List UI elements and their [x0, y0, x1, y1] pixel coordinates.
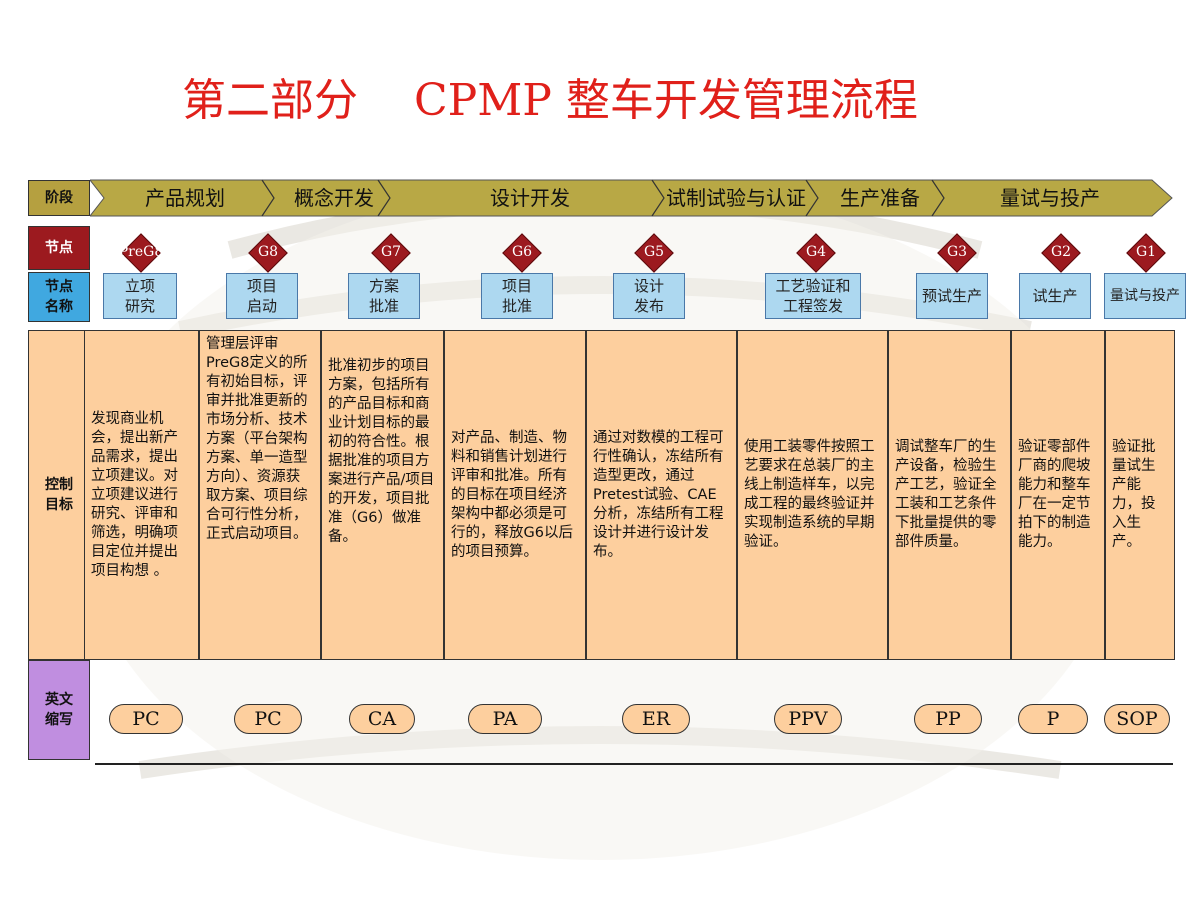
phase-concept-development: 概念开发	[294, 186, 374, 210]
control-target-cell: 对产品、制造、物料和销售计划进行评审和批准。所有的目标在项目经济架构中都必须是可…	[444, 330, 586, 660]
node-row-label: 节点	[28, 226, 90, 270]
control-target-text: 管理层评审PreG8定义的所有初始目标，评审并批准更新的市场分析、技术方案（平台…	[206, 336, 308, 542]
node-name-box: 项目 启动	[226, 273, 298, 319]
phase-product-planning: 产品规划	[145, 186, 225, 210]
phase-chevron-shape	[90, 179, 1173, 217]
control-target-text: 通过对数模的工程可行性确认，冻结所有造型更改，通过Pretest试验、CAE分析…	[593, 429, 724, 560]
node-name-text: 方案 批准	[368, 277, 399, 315]
gate-g8: G8	[248, 233, 288, 273]
node-name-row-label: 节点 名称	[28, 272, 90, 322]
phase-divider-3	[651, 179, 665, 217]
english-row-label: 英文 缩写	[28, 660, 90, 760]
phase-production-preparation: 生产准备	[840, 186, 920, 210]
node-name-box: 量试与投产	[1104, 273, 1186, 319]
abbreviation-pill: SOP	[1104, 704, 1170, 734]
page-title: 第二部分 CPMP 整车开发管理流程	[182, 75, 918, 126]
bottom-rule	[95, 763, 1173, 765]
abbreviation-pill: PC	[234, 704, 302, 734]
abbreviation-pill: CA	[349, 704, 415, 734]
gate-g5: G5	[634, 233, 674, 273]
node-name-text: 项目 启动	[246, 277, 277, 315]
node-name-row-label-text: 节点 名称	[45, 279, 73, 315]
node-name-box: 方案 批准	[348, 273, 420, 319]
control-row-label: 控制 目标	[28, 330, 90, 660]
node-name-box: 设计 发布	[613, 273, 685, 319]
gate-g7: G7	[371, 233, 411, 273]
gate-g7-label: G7	[380, 244, 402, 260]
gate-g3-label: G3	[946, 244, 968, 260]
control-target-text: 使用工装零件按照工艺要求在总装厂的主线上制造样车，以完成工程的最终验证并实现制造…	[744, 439, 875, 550]
node-name-box: 预试生产	[916, 273, 988, 319]
node-name-text: 工艺验证和 工程签发	[775, 277, 851, 315]
english-row-label-text: 英文 缩写	[45, 692, 73, 728]
node-name-text: 设计 发布	[633, 277, 664, 315]
node-name-box: 试生产	[1019, 273, 1091, 319]
node-name-box: 项目 批准	[481, 273, 553, 319]
node-name-box: 立项 研究	[103, 273, 177, 319]
gate-g5-label: G5	[643, 244, 665, 260]
node-name-text: 项目 批准	[501, 277, 532, 315]
node-row-label-text: 节点	[45, 240, 73, 256]
control-target-text: 对产品、制造、物料和销售计划进行评审和批准。所有的目标在项目经济架构中都必须是可…	[451, 429, 573, 560]
stage-row-label-text: 阶段	[45, 190, 73, 206]
control-target-cell: 通过对数模的工程可行性确认，冻结所有造型更改，通过Pretest试验、CAE分析…	[586, 330, 737, 660]
control-target-cell: 批准初步的项目方案，包括所有的产品目标和商业计划目标的最初的符合性。根据批准的项…	[321, 330, 444, 660]
abbreviation-pill: PP	[914, 704, 982, 734]
abbreviation-pill: PPV	[774, 704, 842, 734]
phase-divider-2	[377, 179, 391, 217]
gate-preg8-label: PreG8	[118, 244, 164, 260]
phase-divider-5	[931, 179, 945, 217]
control-row-label-text: 控制 目标	[45, 477, 73, 513]
abbreviation-pill: PA	[468, 704, 542, 734]
gate-g2: G2	[1041, 233, 1081, 273]
phase-divider-4	[805, 179, 819, 217]
gate-g6: G6	[502, 233, 542, 273]
phase-trial-and-launch: 量试与投产	[1000, 186, 1100, 210]
control-target-cell: 使用工装零件按照工艺要求在总装厂的主线上制造样车，以完成工程的最终验证并实现制造…	[737, 330, 888, 660]
abbreviation-pill: ER	[622, 704, 690, 734]
phase-design-development: 设计开发	[490, 186, 570, 210]
node-name-text: 试生产	[1032, 287, 1078, 305]
node-name-text: 预试生产	[921, 287, 982, 305]
control-target-cell: 管理层评审PreG8定义的所有初始目标，评审并批准更新的市场分析、技术方案（平台…	[199, 330, 321, 660]
node-name-text: 立项 研究	[124, 277, 155, 315]
abbreviation-pill: PC	[109, 704, 183, 734]
stage-row-label: 阶段	[28, 180, 90, 216]
gate-g2-label: G2	[1050, 244, 1072, 260]
control-target-cell: 发现商业机会，提出新产品需求，提出立项建议。对立项建议进行研究、评审和筛选，明确…	[84, 330, 199, 660]
gate-g4-label: G4	[805, 244, 827, 260]
node-name-text: 量试与投产	[1110, 288, 1180, 304]
control-target-cell: 验证零部件厂商的爬坡能力和整车厂在一定节拍下的制造能力。	[1011, 330, 1105, 660]
gate-g3: G3	[937, 233, 977, 273]
gate-g4: G4	[796, 233, 836, 273]
control-target-text: 验证零部件厂商的爬坡能力和整车厂在一定节拍下的制造能力。	[1018, 439, 1091, 550]
control-target-text: 调试整车厂的生产设备，检验生产工艺，验证全工装和工艺条件下批量提供的零部件质量。	[895, 439, 997, 550]
gate-g6-label: G6	[511, 244, 533, 260]
control-target-text: 批准初步的项目方案，包括所有的产品目标和商业计划目标的最初的符合性。根据批准的项…	[328, 358, 435, 545]
gate-g1: G1	[1126, 233, 1166, 273]
gate-g8-label: G8	[257, 244, 279, 260]
control-target-cell: 验证批量试生产能力，投入生产。	[1105, 330, 1175, 660]
phase-divider-1	[261, 179, 275, 217]
abbreviation-pill: P	[1018, 704, 1088, 734]
control-target-text: 验证批量试生产能力，投入生产。	[1112, 439, 1156, 550]
control-target-cell: 调试整车厂的生产设备，检验生产工艺，验证全工装和工艺条件下批量提供的零部件质量。	[888, 330, 1011, 660]
phase-arrow	[90, 179, 1173, 217]
phase-prototype-validation: 试制试验与认证	[666, 186, 806, 210]
node-name-box: 工艺验证和 工程签发	[765, 273, 861, 319]
control-target-text: 发现商业机会，提出新产品需求，提出立项建议。对立项建议进行研究、评审和筛选，明确…	[91, 410, 178, 579]
gate-g1-label: G1	[1135, 244, 1157, 260]
gate-preg8: PreG8	[119, 233, 163, 273]
